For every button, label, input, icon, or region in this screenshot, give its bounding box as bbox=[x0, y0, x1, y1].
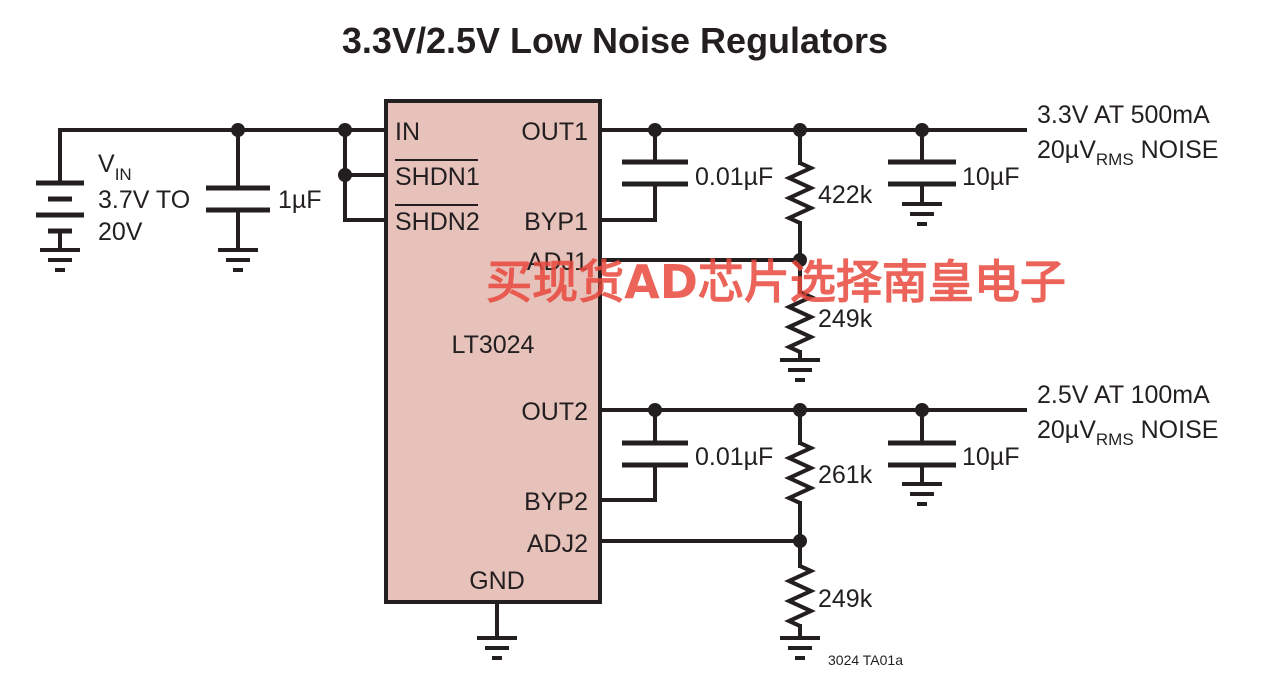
out1-spec-label: 3.3V AT 500mA bbox=[1037, 101, 1210, 129]
pin-byp1-label: BYP1 bbox=[524, 208, 588, 236]
junction-dot bbox=[793, 123, 807, 137]
chip-name-label: LT3024 bbox=[452, 331, 535, 359]
ground-symbol-r2 bbox=[780, 636, 820, 660]
r2-bottom-value-label: 249k bbox=[818, 585, 873, 613]
out2-noise-label: 20µVRMS NOISE bbox=[1037, 416, 1218, 449]
ground-symbol-cout2 bbox=[902, 482, 942, 506]
vin-label: VIN bbox=[98, 150, 132, 184]
r1-bottom-value-label: 249k bbox=[818, 305, 873, 333]
chip-body bbox=[384, 99, 602, 604]
junction-dot bbox=[915, 403, 929, 417]
ground-symbol-r1 bbox=[780, 358, 820, 382]
pin-shdn1-label: SHDN1 bbox=[395, 163, 480, 191]
pin-out1-label: OUT1 bbox=[521, 118, 588, 146]
resistor-249k-2 bbox=[784, 564, 816, 628]
pin-adj2-label: ADJ2 bbox=[527, 530, 588, 558]
resistor-422k bbox=[784, 161, 816, 225]
junction-dot bbox=[231, 123, 245, 137]
pin-out2-label: OUT2 bbox=[521, 398, 588, 426]
cout1-value-label: 10µF bbox=[962, 163, 1019, 191]
pin-shdn2-label: SHDN2 bbox=[395, 208, 480, 236]
cbyp2-value-label: 0.01µF bbox=[695, 443, 773, 471]
r2-top-value-label: 261k bbox=[818, 461, 873, 489]
junction-dot bbox=[793, 534, 807, 548]
r1-top-value-label: 422k bbox=[818, 181, 873, 209]
junction-dot bbox=[793, 253, 807, 267]
junction-dot bbox=[915, 123, 929, 137]
ground-symbol-chip bbox=[477, 636, 517, 660]
cout2-value-label: 10µF bbox=[962, 443, 1019, 471]
resistor-249k-1 bbox=[784, 290, 816, 354]
junction-dot bbox=[793, 403, 807, 417]
junction-dot bbox=[338, 123, 352, 137]
junction-dot bbox=[648, 123, 662, 137]
cbyp1-value-label: 0.01µF bbox=[695, 163, 773, 191]
figure-code-label: 3024 TA01a bbox=[828, 652, 903, 668]
junction-dot bbox=[648, 403, 662, 417]
out1-noise-label: 20µVRMS NOISE bbox=[1037, 136, 1218, 169]
page-title: 3.3V/2.5V Low Noise Regulators bbox=[342, 20, 888, 61]
out2-spec-label: 2.5V AT 100mA bbox=[1037, 381, 1210, 409]
vin-range-line1: 3.7V TO bbox=[98, 186, 190, 214]
ground-symbol-battery bbox=[40, 248, 80, 272]
cin-value-label: 1µF bbox=[278, 186, 322, 214]
byp1-wire bbox=[598, 182, 657, 222]
ground-symbol-cout1 bbox=[902, 202, 942, 226]
resistor-261k bbox=[784, 441, 816, 505]
pin-adj1-label: ADJ1 bbox=[527, 248, 588, 276]
pin-in-label: IN bbox=[395, 118, 420, 146]
pin-byp2-label: BYP2 bbox=[524, 488, 588, 516]
byp2-wire bbox=[598, 463, 657, 502]
pin-gnd-label: GND bbox=[469, 567, 525, 595]
ground-symbol-cin bbox=[218, 248, 258, 272]
junction-dot bbox=[338, 168, 352, 182]
vin-range-line2: 20V bbox=[98, 218, 143, 246]
battery-symbol bbox=[36, 180, 84, 234]
watermark-text: 买现货AD芯片选择南皇电子 bbox=[486, 255, 1066, 309]
